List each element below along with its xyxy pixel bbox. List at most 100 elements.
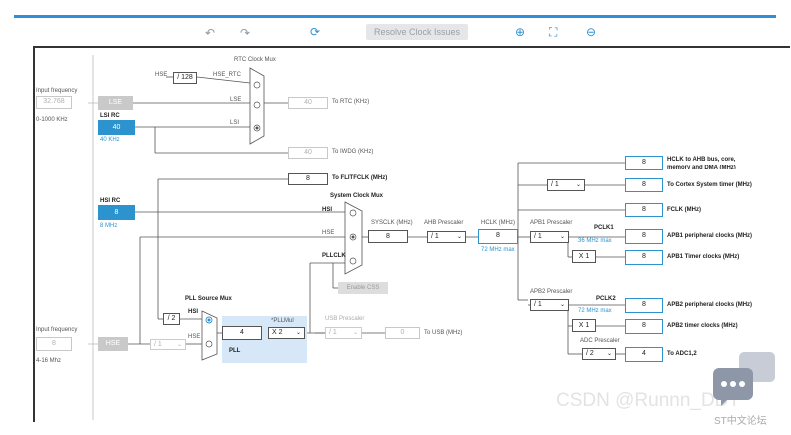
usb-output-field: 0 xyxy=(385,327,420,339)
pllmul-value: X 2 xyxy=(272,329,283,336)
to-adc-label: To ADC1,2 xyxy=(667,351,697,357)
ahb-prescaler-value: / 1 xyxy=(431,233,439,240)
sysmux-hse-label: HSE xyxy=(322,230,335,236)
pll-src-hsi-label: HSI xyxy=(188,309,199,315)
apb2-timer-field[interactable]: 8 xyxy=(625,319,663,334)
to-rtc-label: To RTC (KHz) xyxy=(332,99,370,105)
chevron-down-icon: ⌄ xyxy=(295,330,301,336)
hclk-ahb-label: HCLK to AHB bus, core, xyxy=(667,157,736,163)
apb2-peripheral-field[interactable]: 8 xyxy=(625,298,663,313)
apb1-prescaler-label: APB1 Prescaler xyxy=(530,220,573,226)
pclk1-max-label: 36 MHz max xyxy=(578,238,612,244)
sysclk-label: SYSCLK (MHz) xyxy=(371,220,413,226)
cortex-timer-label: To Cortex System timer (MHz) xyxy=(667,182,752,188)
lsi-frequency: 40 KHz xyxy=(100,137,120,143)
hse-block[interactable]: HSE xyxy=(98,337,128,351)
undo-icon[interactable]: ↶ xyxy=(205,26,216,40)
hse-prediv-select[interactable]: / 1 ⌄ xyxy=(150,339,186,350)
resolve-clock-issues-button[interactable]: Resolve Clock Issues xyxy=(366,24,468,40)
fit-icon[interactable]: ⛶ xyxy=(549,25,558,39)
lse-input-frequency-field[interactable]: 32.768 xyxy=(36,96,72,109)
input-frequency-label-2: Input frequency xyxy=(36,327,78,333)
hclk-max-label: 72 MHz max xyxy=(481,247,515,253)
hclk-ahb-label-2: memory and DMA (MHz) xyxy=(667,165,736,169)
fclk-label: FCLK (MHz) xyxy=(667,207,701,213)
pllmul-select[interactable]: X 2 ⌄ xyxy=(268,327,305,339)
cortex-timer-field[interactable]: 8 xyxy=(625,178,663,192)
top-accent-bar xyxy=(14,15,776,18)
sysmux-pllclk-label: PLLCLK xyxy=(322,253,346,259)
hclk-label: HCLK (MHz) xyxy=(481,220,515,226)
to-iwdg-label: To IWDG (KHz) xyxy=(332,149,374,155)
usb-prescaler-label: USB Prescaler xyxy=(325,316,365,322)
to-flitfclk-label: To FLITFCLK (MHz) xyxy=(332,175,388,181)
adc-prescaler-value: / 2 xyxy=(586,350,594,357)
input-frequency-range-2: 4-16 Mhz xyxy=(36,358,62,364)
pclk2-max-label: 72 MHz max xyxy=(578,308,612,314)
adc-output-field[interactable]: 4 xyxy=(625,347,663,362)
apb1-prescaler-value: / 1 xyxy=(534,233,542,240)
clock-diagram-frame xyxy=(33,46,790,422)
hsi-rc-label: HSI RC xyxy=(100,198,121,204)
pclk1-label: PCLK1 xyxy=(594,225,614,231)
lsi-rc-label: LSI RC xyxy=(100,113,120,119)
usb-prescaler-select[interactable]: / 1 ⌄ xyxy=(325,327,362,339)
chevron-down-icon: ⌄ xyxy=(606,351,612,357)
enable-css-button[interactable]: Enable CSS xyxy=(338,282,388,294)
lsi-rc-block[interactable]: 40 xyxy=(98,120,135,135)
pll-label: PLL xyxy=(229,348,241,354)
apb1-timer-field[interactable]: 8 xyxy=(625,250,663,265)
rtc-output-field: 40 xyxy=(288,97,328,109)
pll-src-hse-label: HSE xyxy=(188,334,201,340)
zoom-in-icon[interactable]: ⊕ xyxy=(515,25,526,39)
zoom-out-icon[interactable]: ⊖ xyxy=(586,25,597,39)
apb1-peripheral-field[interactable]: 8 xyxy=(625,229,663,244)
chevron-down-icon: ⌄ xyxy=(575,182,581,188)
apb2-prescaler-label: APB2 Prescaler xyxy=(530,289,573,295)
pll-source-mux-title: PLL Source Mux xyxy=(185,296,232,302)
fclk-field[interactable]: 8 xyxy=(625,203,663,217)
hse-rtc-label: HSE_RTC xyxy=(213,72,241,78)
apb1-peripheral-label: APB1 peripheral clocks (MHz) xyxy=(667,233,753,239)
rtc-clock-mux-title: RTC Clock Mux xyxy=(234,57,276,63)
flitfclk-output-field: 8 xyxy=(288,173,328,185)
sysmux-hsi-label: HSI xyxy=(322,207,333,213)
adc-prescaler-label: ADC Prescaler xyxy=(580,338,620,344)
ahb-prescaler-select[interactable]: / 1 ⌄ xyxy=(427,231,466,243)
apb1-prescaler-select[interactable]: / 1⌄ xyxy=(530,231,569,243)
apb2-timer-multiplier: X 1 xyxy=(572,319,596,332)
chevron-down-icon: ⌄ xyxy=(456,234,462,240)
cortex-timer-divider: / 1 xyxy=(551,181,559,188)
redo-icon[interactable]: ↷ xyxy=(240,26,251,40)
apb1-timer-multiplier: X 1 xyxy=(572,250,596,263)
chevron-down-icon: ⌄ xyxy=(352,330,358,336)
system-clock-mux-title: System Clock Mux xyxy=(330,193,384,199)
hse-div128-box: / 128 xyxy=(173,72,197,84)
lse-block[interactable]: LSE xyxy=(98,96,133,110)
sysclk-field[interactable]: 8 xyxy=(368,230,408,243)
cortex-timer-select[interactable]: / 1 ⌄ xyxy=(547,179,585,191)
hsi-frequency: 8 MHz xyxy=(100,223,118,229)
input-frequency-label: Input frequency xyxy=(36,88,78,94)
usb-prescaler-value: / 1 xyxy=(329,329,337,336)
apb2-timer-label: APB2 timer clocks (MHz) xyxy=(667,323,738,329)
to-usb-label: To USB (MHz) xyxy=(424,330,463,336)
pllmul-label: *PLLMul xyxy=(271,318,294,324)
hse-prediv-value: / 1 xyxy=(154,341,162,348)
apb2-prescaler-select[interactable]: / 1 ⌄ xyxy=(530,299,569,311)
adc-prescaler-select[interactable]: / 2 ⌄ xyxy=(582,348,616,360)
apb1-timer-label: APB1 Timer clocks (MHz) xyxy=(667,254,740,260)
apb2-prescaler-value: / 1 xyxy=(534,301,542,308)
chevron-down-icon: ⌄ xyxy=(559,302,565,308)
hse-input-frequency-field[interactable]: 8 xyxy=(36,337,72,351)
hsi-div2-box: / 2 xyxy=(163,313,180,325)
hclk-field[interactable]: 8 xyxy=(478,229,518,244)
chevron-down-icon: ⌄ xyxy=(176,342,182,348)
rtc-lse-label: LSE xyxy=(230,97,242,103)
hsi-rc-block[interactable]: 8 xyxy=(98,205,135,220)
input-frequency-range: 0-1000 KHz xyxy=(36,117,68,123)
hclk-ahb-field[interactable]: 8 xyxy=(625,156,663,170)
refresh-icon[interactable]: ⟳ xyxy=(310,25,321,39)
pclk2-label: PCLK2 xyxy=(596,296,616,302)
